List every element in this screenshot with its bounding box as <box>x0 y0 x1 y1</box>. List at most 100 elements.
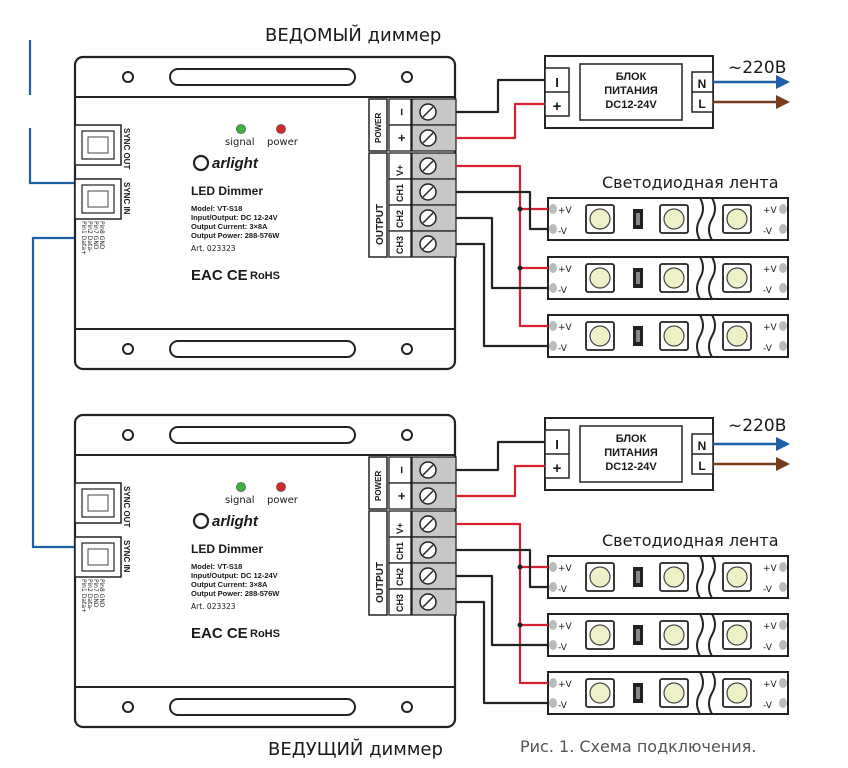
slave-pin-label: Pin7 GND <box>92 221 99 250</box>
master-pin-label: Pin8 GND <box>98 579 105 608</box>
strip-pad <box>779 341 787 351</box>
mains-label-top: ~220В <box>728 58 786 78</box>
strip-plus-label: +V <box>558 323 573 333</box>
led-strip-top-1: +V-V+V-V <box>547 197 789 241</box>
slave-terminal-label: + <box>394 134 409 142</box>
psu-bottom-label-line: DC12-24V <box>605 461 657 473</box>
strip-pad <box>549 698 557 708</box>
strip-pad <box>779 224 787 234</box>
slave-terminal-label: CH3 <box>395 236 405 254</box>
slave-certifications: EAC CE <box>191 267 248 284</box>
master-terminal-label: − <box>394 466 409 474</box>
slave-spec-opower: Output Power: 288-576W <box>191 231 280 240</box>
strip-minus-label: -V <box>763 344 773 354</box>
strip-pad <box>779 582 787 592</box>
master-pin-label: Pin1 Data+ <box>80 579 87 613</box>
master-pin-label: Pin2 Data- <box>86 579 93 610</box>
slave-spec-io: Input/Output: DC 12-24V <box>191 213 278 222</box>
slave-product-name: LED Dimmer <box>191 184 263 198</box>
led-strip-top-2: +V -V +V -V <box>547 256 789 300</box>
master-terminal-label: CH2 <box>395 568 405 586</box>
strip-minus-label: -V <box>763 286 773 296</box>
psu-bottom-n-terminal: N <box>698 439 707 453</box>
master-spec-model: Model: VT-S18 <box>191 562 242 571</box>
master-screw-hole <box>401 429 413 441</box>
strip-pad <box>549 321 557 331</box>
slave-screw-hole <box>401 71 413 83</box>
psu-bottom-label-line: ПИТАНИЯ <box>604 447 658 459</box>
strip-pad <box>779 640 787 650</box>
master-mount-slot <box>169 426 356 444</box>
psu-bottom-n-arrow <box>776 437 790 451</box>
slave-pin-label: Pin2 Data- <box>86 221 93 252</box>
master-dimmer-title: ВЕДУЩИЙ диммер <box>268 738 443 760</box>
led-strip-bottom-3: +V-V+V-V <box>547 671 789 715</box>
strip-plus-label: +V <box>558 680 573 690</box>
master-certifications: EAC CE <box>191 625 248 642</box>
strip-minus-label: -V <box>558 344 568 354</box>
master-mount-slot <box>169 698 356 716</box>
slave-sync-out-label: SYNC OUT <box>122 128 131 169</box>
strip-plus-label: +V <box>558 622 573 632</box>
bottom-power-minus-wire <box>456 440 545 472</box>
strip-plus-label: +V <box>558 206 573 216</box>
slave-article: Art. 023323 <box>191 244 236 253</box>
led-strip-label-top: Светодиодная лента <box>602 173 779 192</box>
slave-mount-slot <box>169 340 356 358</box>
slave-brand: arlight <box>212 155 259 172</box>
master-brand: arlight <box>212 513 259 530</box>
wire-junction <box>517 622 523 628</box>
strip-minus-label: -V <box>558 286 568 296</box>
psu-bottom-l-terminal: L <box>698 459 705 473</box>
strip-pad <box>779 283 787 293</box>
slave-pin-label: Pin1 Data+ <box>80 221 87 255</box>
strip-pad <box>549 620 557 630</box>
strip-plus-label: +V <box>558 265 573 275</box>
top-ch2-wire <box>456 216 548 290</box>
slave-terminal-label: V+ <box>395 165 405 176</box>
top-ch3-wire <box>456 242 548 348</box>
strip-plus-label: +V <box>558 564 573 574</box>
wires <box>456 78 548 705</box>
strip-plus-label: +V <box>763 265 778 275</box>
led-strip-bottom-1: +V-V+V-V <box>547 555 789 599</box>
top-power-minus-wire <box>456 78 545 114</box>
strip-pad <box>549 582 557 592</box>
slave-mount-slot <box>169 68 356 86</box>
slave-power-block <box>368 98 388 152</box>
master-terminal-label: + <box>394 492 409 500</box>
slave-rohs: RoHS <box>250 270 280 282</box>
led-strip-label-bottom: Светодиодная лента <box>602 531 779 550</box>
master-power-label: power <box>267 495 299 506</box>
top-vplus-wire <box>456 164 548 328</box>
strip-pad <box>779 620 787 630</box>
master-signal-label: signal <box>225 495 255 506</box>
wire-junction <box>517 206 523 212</box>
strip-pad <box>549 640 557 650</box>
master-brand-logo <box>192 512 210 530</box>
psu-top-n-terminal: N <box>698 77 707 91</box>
wire-junction <box>517 265 523 271</box>
psu-top-label-line: БЛОК <box>616 71 647 83</box>
strip-plus-label: +V <box>763 323 778 333</box>
strip-minus-label: -V <box>763 585 773 595</box>
slave-terminal-label: CH1 <box>395 184 405 202</box>
psu-bottom-l-arrow <box>776 457 790 471</box>
strip-minus-label: -V <box>763 643 773 653</box>
master-pin-label: Pin7 GND <box>92 579 99 608</box>
bottom-ch1-wire <box>456 548 548 589</box>
strip-plus-label: +V <box>763 680 778 690</box>
slave-power-label: power <box>267 137 299 148</box>
master-spec-current: Output Current: 3×8A <box>191 580 268 589</box>
slave-output-block-label: OUTPUT <box>375 204 386 245</box>
master-sync-out-label: SYNC OUT <box>122 486 131 527</box>
led-strip-bottom-2: +V-V+V-V <box>547 613 789 657</box>
strip-pad <box>549 224 557 234</box>
slave-pin-label: Pin8 GND <box>98 221 105 250</box>
slave-terminal-label: − <box>394 108 409 116</box>
psu-bottom-minus-terminal: I <box>555 437 559 452</box>
strip-plus-label: +V <box>763 622 778 632</box>
